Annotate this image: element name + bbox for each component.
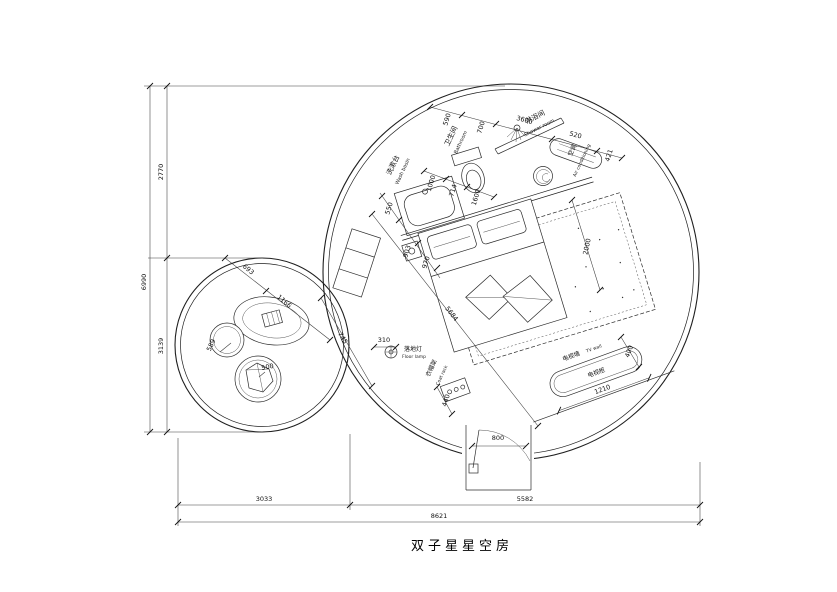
tv-wall-label-cn: 电视墙 (561, 349, 581, 363)
tv-dim-line (556, 373, 652, 415)
dim-310: 310 (378, 336, 390, 344)
dim-421: 421 (603, 148, 614, 162)
floor-drain-icon (533, 166, 553, 186)
dim-2000: 2000 (581, 238, 592, 256)
drawing-title: 双子星星空房 (411, 538, 513, 554)
bed (417, 198, 568, 353)
tv-wall-label-en: TV wall (584, 343, 602, 355)
shower-head-icon (506, 124, 526, 143)
coat-rack-label-en: Coat rack (435, 364, 450, 386)
dim-bottom-left: 3033 (256, 495, 273, 503)
coat-rack-label-cn: 衣帽架 (424, 358, 439, 378)
dim-1000: 1000 (425, 174, 437, 192)
dim-550: 550 (383, 201, 394, 215)
dim-overall-width: 8621 (431, 512, 448, 520)
wall-niche (332, 228, 381, 298)
dim-800: 800 (492, 434, 504, 442)
dim-700: 700 (475, 120, 486, 134)
shower-partition (494, 117, 565, 155)
toilet (451, 146, 485, 193)
entrance-door (462, 425, 534, 491)
dim-440: 440 (440, 393, 451, 407)
dim-520: 520 (568, 130, 582, 141)
dim-590: 590 (441, 112, 452, 126)
nightstand (401, 240, 423, 262)
dim-overall-height: 6990 (140, 274, 148, 291)
tv-cabinet (549, 346, 643, 397)
dim-400: 400 (623, 344, 635, 358)
stone-bath (233, 296, 310, 346)
towel-basket (234, 355, 282, 403)
dimension-lines (144, 82, 704, 526)
washbasin-counter (393, 175, 465, 237)
tv-wall-line (533, 370, 675, 423)
dim-upper-height: 2770 (157, 164, 165, 181)
floor-lamp-label-cn: 落地灯 (404, 345, 422, 353)
dim-bottom-right: 5582 (517, 495, 534, 503)
dim-714: 714 (447, 183, 458, 197)
dim-693: 693 (241, 262, 256, 276)
dim-970: 970 (420, 255, 431, 269)
dim-lower-height: 3139 (157, 338, 165, 355)
dim-903: 903 (401, 244, 412, 258)
dim-500: 500 (261, 362, 275, 372)
floor-lamp-label-en: Floor lamp (402, 354, 426, 360)
air-conditioner-unit (549, 138, 603, 169)
coat-rack (439, 377, 471, 403)
round-stool (209, 322, 245, 358)
